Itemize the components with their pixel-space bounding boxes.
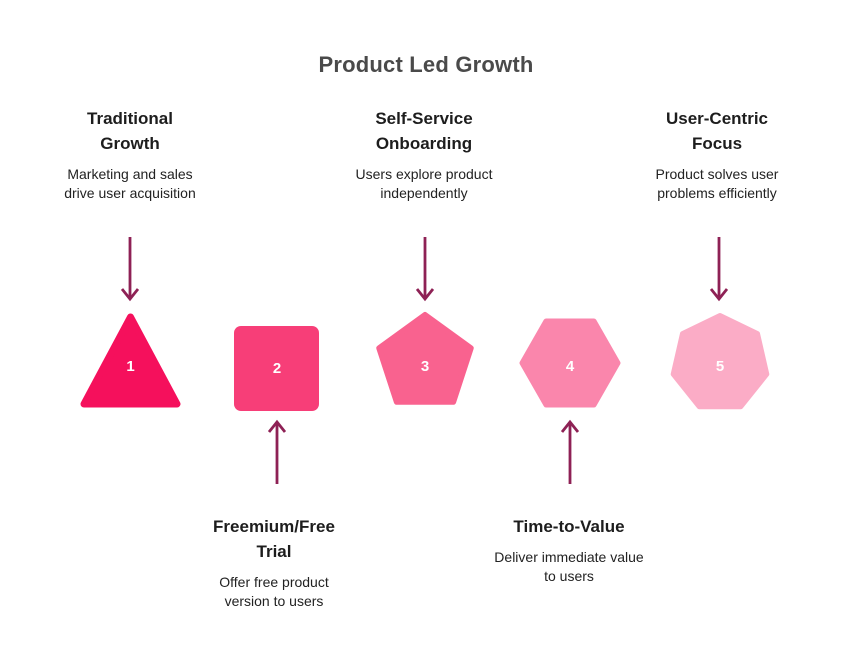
step-heading: Traditional Growth	[87, 109, 173, 153]
arrow-head	[267, 419, 287, 433]
step-heading: User-Centric Focus	[665, 109, 769, 153]
step-heading: Self-Service Onboarding	[375, 109, 473, 153]
step-description: Offer free product version to users	[219, 574, 329, 609]
square-icon	[234, 326, 319, 411]
hexagon-icon	[519, 318, 621, 408]
step-heading: Freemium/Free Trial	[213, 517, 335, 561]
arrow-head	[120, 288, 140, 302]
step-heading: Time-to-Value	[513, 517, 625, 536]
arrow-down-icon	[415, 237, 435, 302]
step-number: 1	[126, 358, 134, 375]
label-freemium-free-trial: Freemium/Free Trial Offer free product v…	[164, 514, 384, 610]
page-title: Product Led Growth	[318, 52, 534, 77]
step-description: Users explore product independently	[355, 166, 493, 201]
step-shape-pentagon: 3	[376, 312, 474, 405]
label-self-service-onboarding: Self-Service Onboarding Users explore pr…	[314, 106, 534, 202]
step-number: 2	[273, 360, 281, 377]
heptagon-icon	[670, 313, 770, 410]
triangle-icon	[80, 313, 181, 408]
step-shape-square: 2	[234, 326, 319, 411]
arrow-head	[709, 288, 729, 302]
label-user-centric-focus: User-Centric Focus Product solves user p…	[607, 106, 827, 202]
arrow-up-icon	[267, 419, 287, 484]
step-shape-heptagon: 5	[670, 313, 770, 410]
step-number: 4	[566, 358, 575, 375]
arrow-down-icon	[709, 237, 729, 302]
step-description: Deliver immediate value to users	[494, 549, 644, 584]
arrow-down-icon	[120, 237, 140, 302]
label-traditional-growth: Traditional Growth Marketing and sales d…	[20, 106, 240, 202]
step-description: Product solves user problems efficiently	[655, 166, 779, 201]
label-time-to-value: Time-to-Value Deliver immediate value to…	[449, 514, 689, 585]
step-number: 3	[421, 358, 429, 375]
arrow-up-icon	[560, 419, 580, 484]
step-shape-hexagon: 4	[519, 318, 621, 408]
arrow-head	[560, 419, 580, 433]
step-shape-triangle: 1	[80, 313, 181, 408]
pentagon-icon	[376, 312, 474, 405]
arrow-head	[415, 288, 435, 302]
step-description: Marketing and sales drive user acquisiti…	[64, 166, 196, 201]
step-number: 5	[716, 358, 724, 375]
